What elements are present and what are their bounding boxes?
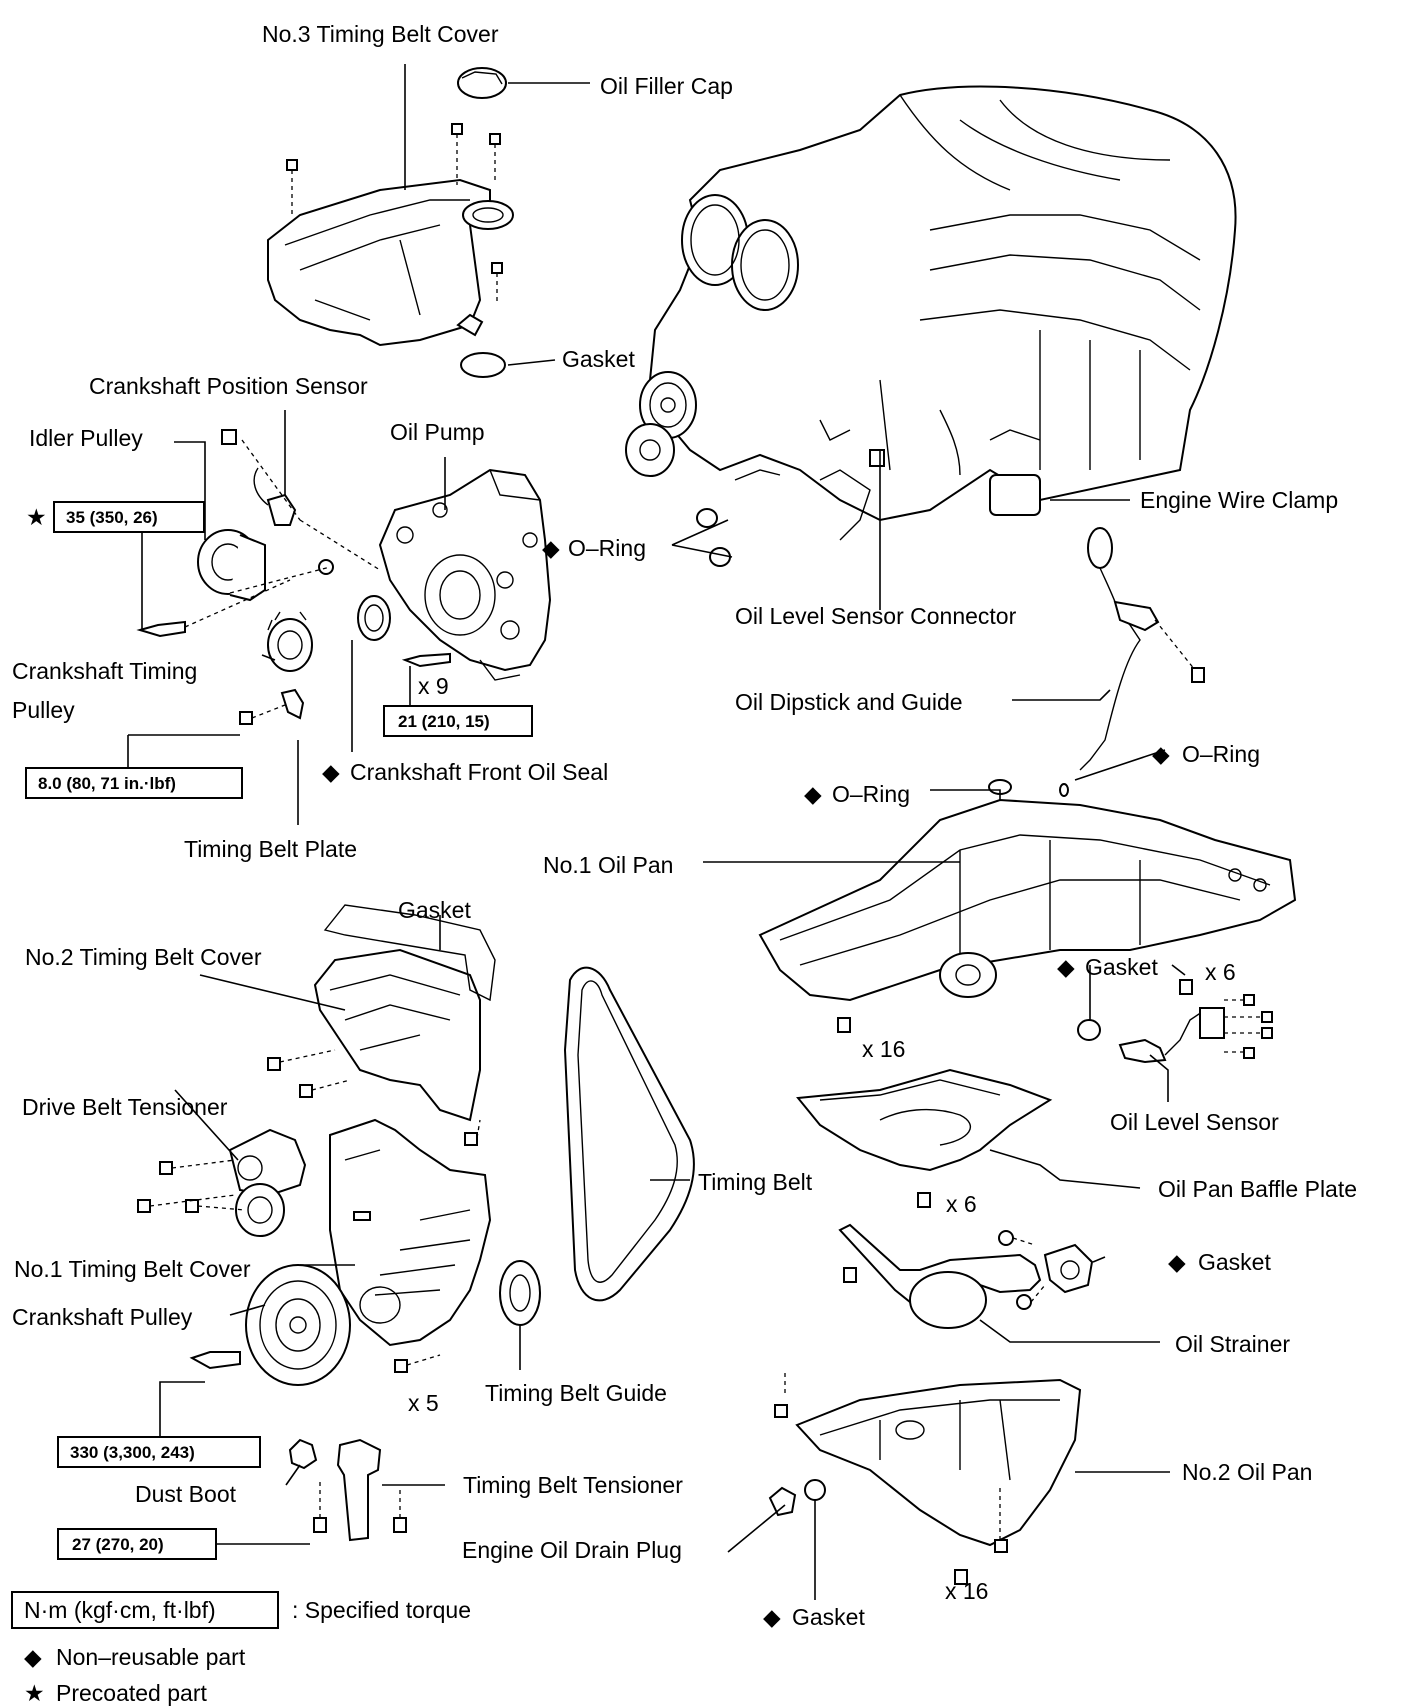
idler-bolt-part <box>136 620 186 638</box>
label-dust-boot: Dust Boot <box>135 1481 237 1507</box>
legend-torque-box <box>11 1591 279 1629</box>
label-timing-belt-tensioner: Timing Belt Tensioner <box>463 1472 683 1498</box>
timing-belt-part <box>563 966 695 1302</box>
label-crankshaft-timing-pulley-2: Pulley <box>12 697 75 723</box>
no2-oil-pan-part <box>774 1378 1082 1585</box>
oil-filler-cap-part <box>457 67 507 99</box>
o-ring-part <box>696 508 718 528</box>
legend-torque-units: N·m (kgf·cm, ft·lbf) <box>24 1597 216 1623</box>
torque-box-tensioner <box>57 1528 217 1560</box>
label-o-ring-dipstick: ◆O–Ring <box>1152 741 1260 767</box>
label-no1-oil-pan: No.1 Oil Pan <box>543 852 673 878</box>
label-gasket-pan: ◆Gasket <box>1057 954 1158 980</box>
label-x5: x 5 <box>408 1390 439 1416</box>
label-timing-belt-plate: Timing Belt Plate <box>184 836 357 862</box>
label-no2-timing-belt-cover: No.2 Timing Belt Cover <box>25 944 262 970</box>
torque-pump-bolts: 21 (210, 15) <box>398 712 490 731</box>
torque-tensioner: 27 (270, 20) <box>72 1535 164 1554</box>
legend: N·m (kgf·cm, ft·lbf) : Specified torque … <box>11 1591 471 1706</box>
label-crankshaft-front-oil-seal: ◆Crankshaft Front Oil Seal <box>322 759 608 785</box>
label-engine-oil-drain-plug: Engine Oil Drain Plug <box>462 1537 682 1563</box>
label-o-ring-pan: ◆O–Ring <box>804 781 910 807</box>
diamond-symbol: ◆ <box>542 535 560 561</box>
precoated-star: ★ <box>26 504 47 530</box>
torque-box-timing-plate <box>25 767 243 799</box>
torque-crank-pulley: 330 (3,300, 243) <box>70 1443 195 1462</box>
oil-level-sensor-part <box>1118 994 1273 1064</box>
torque-box-crank-pulley <box>57 1436 261 1468</box>
crankshaft-position-sensor-part <box>221 429 297 526</box>
torque-box-pump <box>383 705 533 737</box>
label-x9: x 9 <box>418 673 449 699</box>
label-timing-belt: Timing Belt <box>698 1169 813 1195</box>
belt-cover-gasket-part <box>323 904 496 1002</box>
label-oil-filler-cap: Oil Filler Cap <box>600 73 733 99</box>
legend-torque-text: : Specified torque <box>292 1597 471 1623</box>
engine-oil-drain-plug-part <box>768 1486 797 1517</box>
timing-belt-tensioner-part <box>288 1438 407 1542</box>
oil-pump-part <box>378 468 552 681</box>
label-crankshaft-position-sensor: Crankshaft Position Sensor <box>89 373 368 399</box>
label-x6-pan: x 6 <box>1205 959 1236 985</box>
crankshaft-pulley-part <box>189 1264 351 1386</box>
leader-lines <box>127 64 1186 1600</box>
torque-specs: ★ 35 (350, 26) 21 (210, 15) 8.0 (80, 71 … <box>25 501 533 1560</box>
label-oil-pan-baffle-plate: Oil Pan Baffle Plate <box>1158 1176 1357 1202</box>
top-bolts <box>286 123 503 305</box>
drive-belt-tensioner-part <box>137 1128 307 1237</box>
no2-timing-belt-cover-part <box>313 948 481 1122</box>
top-gasket-part <box>460 352 506 378</box>
label-no3-timing-belt-cover: No.3 Timing Belt Cover <box>262 21 499 47</box>
label-o-ring-pump: ◆ O–Ring <box>542 535 646 561</box>
no1-oil-pan-part <box>758 779 1297 1002</box>
torque-timing-plate: 8.0 (80, 71 in.·lbf) <box>38 774 176 793</box>
legend-star: ★ <box>24 1680 45 1706</box>
label-engine-wire-clamp: Engine Wire Clamp <box>1140 487 1338 513</box>
torque-box-idler <box>53 501 205 533</box>
label-gasket-drain: ◆Gasket <box>763 1604 865 1630</box>
no1-timing-belt-cover-part <box>329 1118 492 1347</box>
label-drive-belt-tensioner: Drive Belt Tensioner <box>22 1094 228 1120</box>
label-crankshaft-timing-pulley-1: Crankshaft Timing <box>12 658 197 684</box>
oil-pan-gasket-part <box>1077 1019 1101 1041</box>
label-oil-dipstick-and-guide: Oil Dipstick and Guide <box>735 689 963 715</box>
label-gasket-strainer: ◆Gasket <box>1168 1249 1271 1275</box>
label-gasket-belt-cover: Gasket <box>398 897 471 923</box>
torque-idler: 35 (350, 26) <box>66 508 158 527</box>
crankshaft-front-oil-seal-part <box>357 595 391 641</box>
idler-pulley-part <box>197 529 334 602</box>
timing-belt-plate-part <box>280 688 305 720</box>
no3-timing-belt-cover-part <box>267 178 514 347</box>
label-oil-pump: Oil Pump <box>390 419 485 445</box>
label-no1-timing-belt-cover: No.1 Timing Belt Cover <box>14 1256 251 1282</box>
label-crankshaft-pulley: Crankshaft Pulley <box>12 1304 193 1330</box>
label-x16-lower: x 16 <box>945 1578 988 1604</box>
label-idler-pulley: Idler Pulley <box>29 425 143 451</box>
label-oil-strainer: Oil Strainer <box>1175 1331 1290 1357</box>
engine-assembly <box>625 85 1237 541</box>
label-oil-level-sensor-connector: Oil Level Sensor Connector <box>735 603 1017 629</box>
part-labels: No.3 Timing Belt Cover Oil Filler Cap Ga… <box>12 21 1357 1630</box>
oil-strainer-part <box>838 1223 1094 1329</box>
legend-non-reusable: Non–reusable part <box>56 1644 246 1670</box>
label-no2-oil-pan: No.2 Oil Pan <box>1182 1459 1312 1485</box>
label-oil-level-sensor: Oil Level Sensor <box>1110 1109 1279 1135</box>
label-x16-pan: x 16 <box>862 1036 905 1062</box>
label-gasket-top: Gasket <box>562 346 635 372</box>
label-timing-belt-guide: Timing Belt Guide <box>485 1380 667 1406</box>
drain-gasket-part <box>804 1479 826 1501</box>
oil-pan-baffle-plate-part <box>796 1068 1053 1208</box>
timing-belt-guide-part <box>499 1260 541 1326</box>
o-ring-label: O–Ring <box>568 535 646 561</box>
label-x6-baffle: x 6 <box>946 1191 977 1217</box>
oil-dipstick-part <box>1059 527 1205 797</box>
crankshaft-timing-pulley-part <box>267 611 313 672</box>
legend-diamond: ◆ <box>24 1644 42 1670</box>
legend-precoated: Precoated part <box>56 1680 207 1706</box>
